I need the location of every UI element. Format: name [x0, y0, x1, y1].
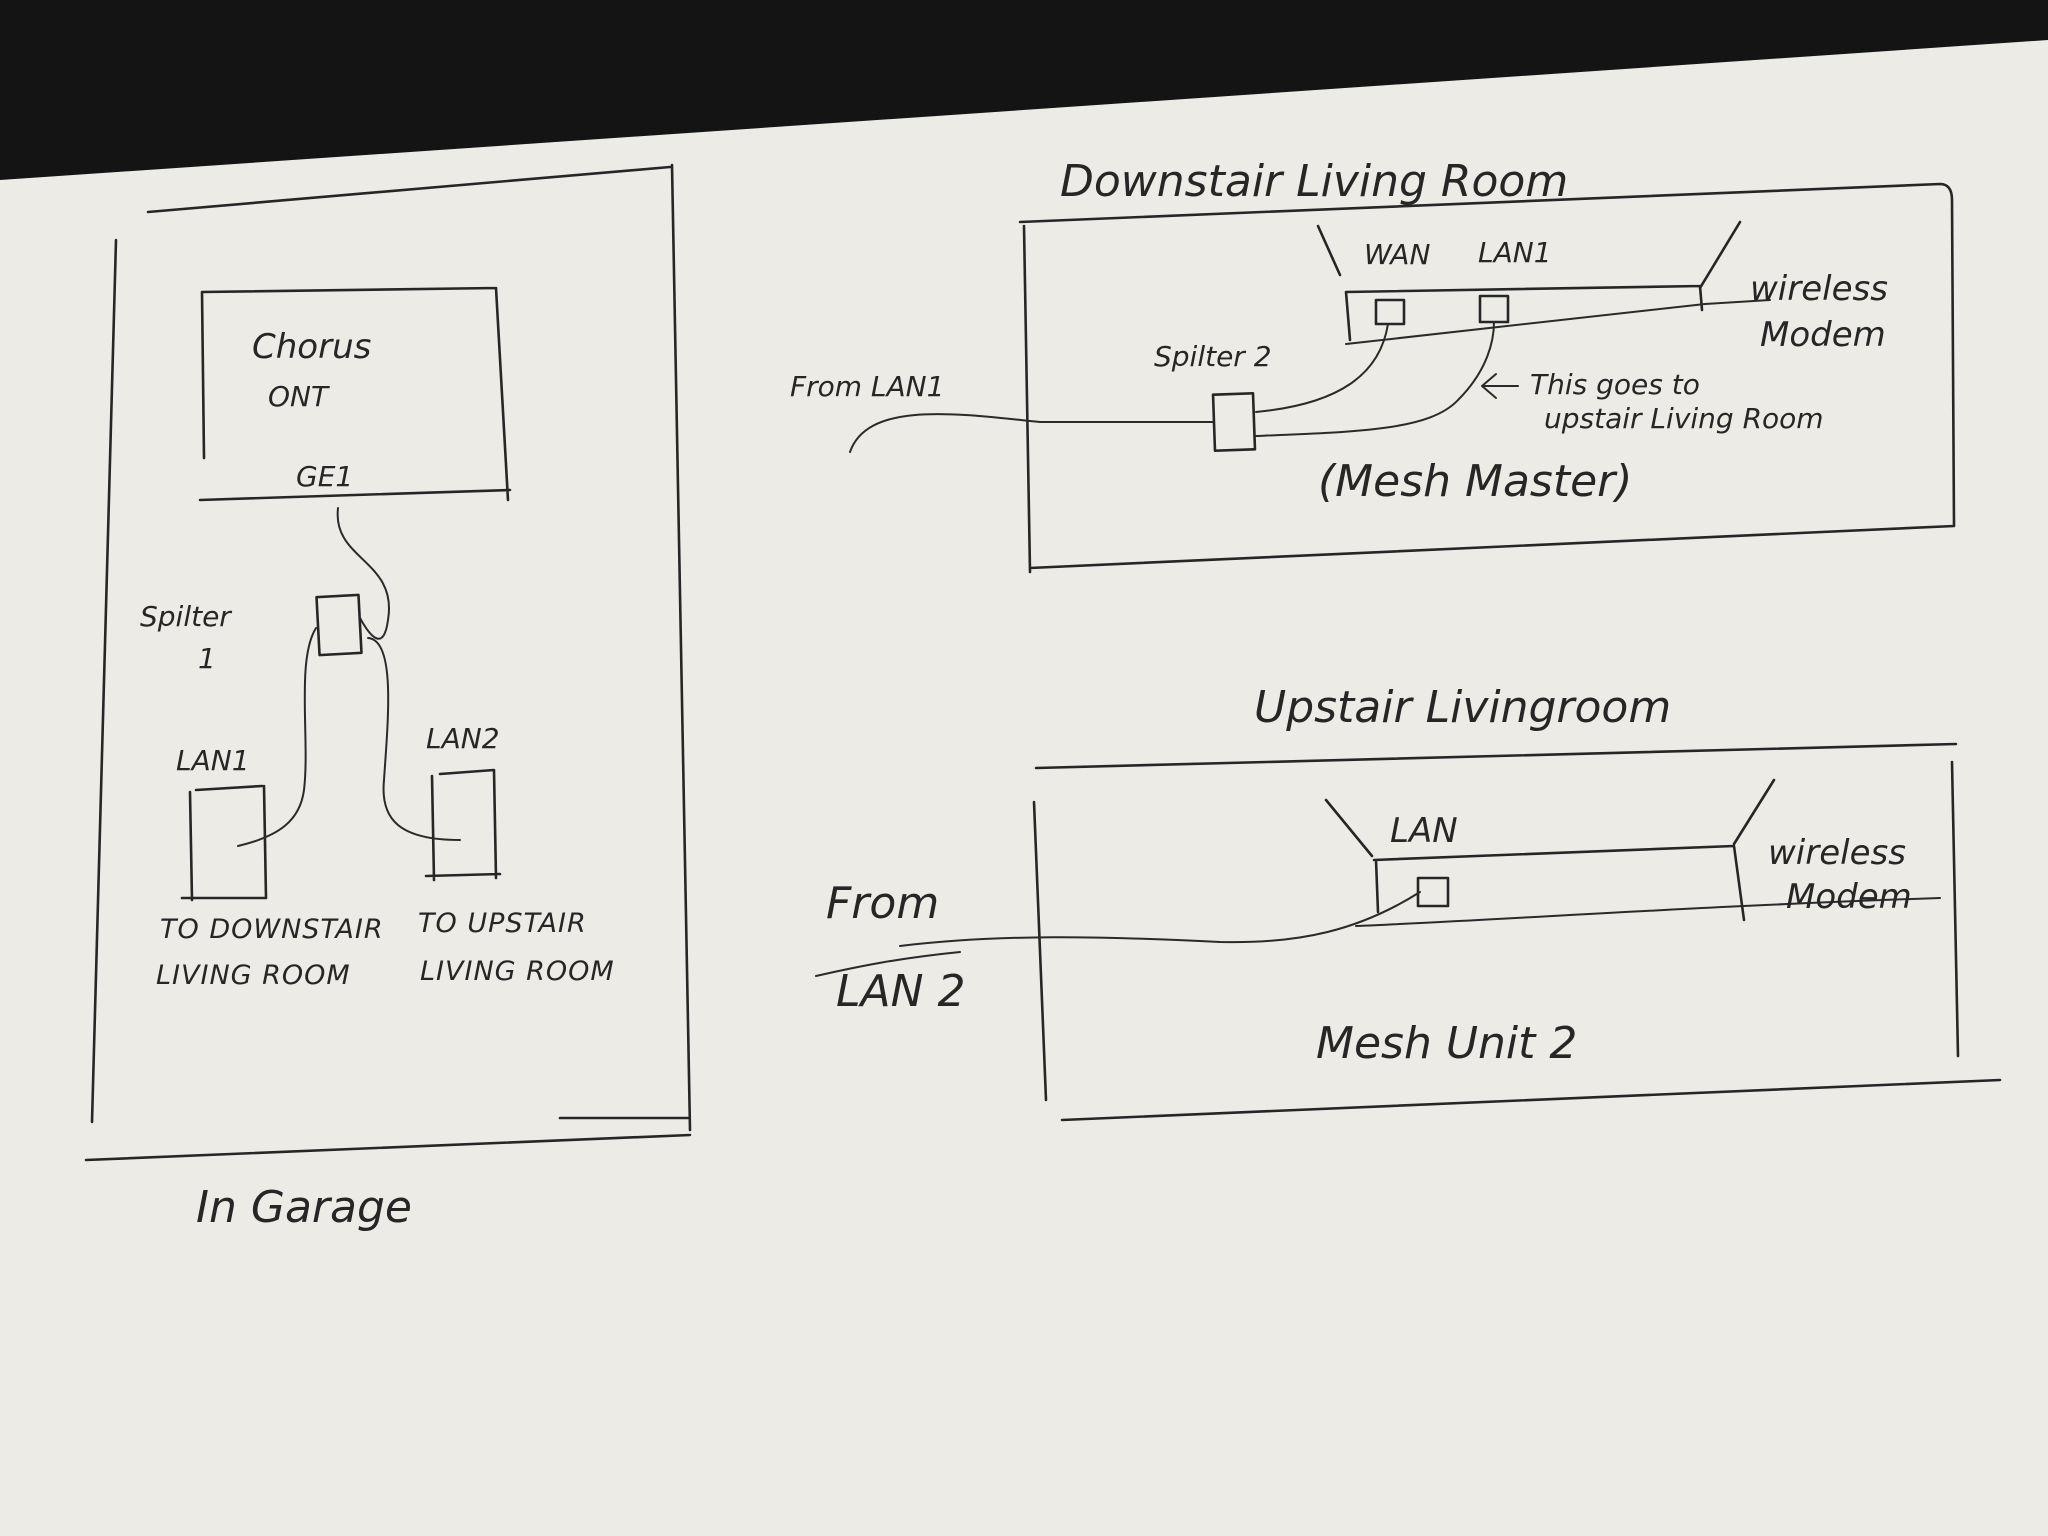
wan-port: [1374, 298, 1406, 326]
downstair-modem-base: [1345, 299, 1771, 345]
upstair-lan-port-label: LAN: [1390, 811, 1458, 851]
garage-lan2-port: [424, 768, 502, 882]
downstair-title: Downstair Living Room: [1060, 156, 1568, 207]
cable-splitter1-to-lan2: [367, 637, 461, 841]
note-line2: upstair Living Room: [1544, 402, 1824, 435]
from-lan2-line2: LAN 2: [836, 966, 966, 1017]
downstair-device-line2: Modem: [1760, 315, 1886, 355]
cable-from-lan2: [899, 891, 1421, 947]
garage-frame: [84, 163, 692, 1162]
upstair-device-line1: wireless: [1768, 833, 1906, 873]
cable-ge1-to-splitter1: [336, 507, 391, 640]
garage-caption: In Garage: [196, 1182, 412, 1233]
cable-splitter1-to-lan1: [237, 627, 317, 847]
ont-type: ONT: [268, 380, 330, 413]
ont-port-ge1: GE1: [296, 460, 353, 493]
garage-section: Chorus ONT GE1 Spilter 1 LAN1 LAN2 TO DO…: [84, 163, 692, 1233]
splitter1-number: 1: [198, 642, 216, 675]
downstair-frame: [1018, 182, 1956, 574]
downstair-device-line1: wireless: [1750, 269, 1888, 309]
cable-splitter2-to-lan1: [1255, 321, 1495, 437]
upstair-device-line2: Modem: [1786, 877, 1912, 917]
to-upstair-line1: TO UPSTAIR: [418, 908, 587, 939]
ont-name: Chorus: [252, 327, 371, 367]
note-arrow: [1481, 373, 1519, 399]
wan-port-label: WAN: [1364, 238, 1430, 271]
garage-lan2-label: LAN2: [426, 722, 500, 755]
upstair-title: Upstair Livingroom: [1254, 682, 1671, 733]
upstair-modem-base: [1355, 897, 1941, 927]
upstair-section: Upstair Livingroom LAN wireless Modem Fr…: [815, 682, 2002, 1122]
splitter2-label: Spilter 2: [1154, 340, 1272, 373]
to-upstair-line2: LIVING ROOM: [420, 956, 615, 987]
downstair-section: Downstair Living Room WAN LAN1 wireless …: [790, 156, 1956, 574]
from-lan1-label: From LAN1: [790, 370, 944, 403]
to-downstair-line1: TO DOWNSTAIR: [160, 914, 384, 945]
upstair-frame: [1032, 742, 2002, 1122]
upstair-lan-port: [1416, 876, 1450, 908]
paper-sheet: [0, 40, 2048, 1536]
upstair-role: Mesh Unit 2: [1316, 1018, 1577, 1069]
splitter1-box: [315, 593, 363, 657]
to-downstair-line2: LIVING ROOM: [156, 960, 351, 991]
downstair-lan1-port-label: LAN1: [1478, 236, 1552, 269]
splitter1-label: Spilter: [140, 600, 232, 633]
downstair-modem: [1316, 220, 1742, 342]
downstair-role: (Mesh Master): [1318, 456, 1632, 507]
cable-from-lan1: [849, 413, 1215, 453]
from-lan2-underline: [815, 951, 961, 977]
from-lan2-line1: From: [826, 878, 939, 929]
garage-lan1-label: LAN1: [176, 744, 250, 777]
ont-box: [198, 286, 512, 502]
upstair-modem: [1324, 778, 1776, 922]
cable-splitter2-to-wan: [1255, 323, 1389, 413]
garage-lan1-port: [180, 784, 268, 902]
note-line1: This goes to: [1530, 368, 1700, 401]
